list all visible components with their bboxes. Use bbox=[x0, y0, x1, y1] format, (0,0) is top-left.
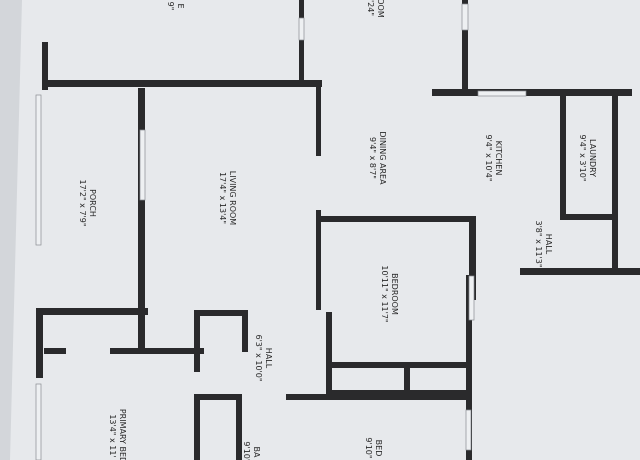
window bbox=[35, 383, 42, 460]
room-label-top-left: E 9" bbox=[166, 2, 185, 11]
room-dims: 9'4" x 10'4" bbox=[484, 134, 493, 181]
wall bbox=[242, 310, 248, 352]
wall bbox=[42, 80, 322, 87]
room-name: PRIMARY BED bbox=[118, 409, 127, 460]
room-dims: 9" bbox=[166, 2, 175, 11]
wall bbox=[316, 210, 321, 310]
window bbox=[468, 275, 475, 321]
room-dims: 9'10" bbox=[364, 437, 373, 458]
window bbox=[35, 94, 42, 246]
room-label-bed-bottom: BED 9'10" bbox=[364, 437, 383, 458]
wall bbox=[612, 96, 618, 268]
wall bbox=[404, 366, 410, 396]
wall bbox=[36, 308, 43, 378]
wall bbox=[432, 89, 632, 96]
wall bbox=[320, 216, 476, 222]
room-dims: 17'2" x 7'9" bbox=[78, 179, 87, 226]
wall bbox=[42, 42, 48, 90]
window bbox=[477, 90, 527, 97]
wall bbox=[469, 220, 476, 300]
window bbox=[298, 17, 305, 41]
room-dims: 10'11" x 11'7" bbox=[380, 265, 389, 322]
wall bbox=[44, 348, 66, 354]
wall bbox=[316, 84, 321, 156]
room-label-living: LIVING ROOM 17'4" x 13'4" bbox=[218, 171, 237, 226]
room-dims: 13'4" x 11' bbox=[108, 414, 117, 457]
wall bbox=[236, 394, 242, 460]
wall bbox=[560, 96, 566, 220]
room-dims: '24" bbox=[366, 0, 375, 16]
wall bbox=[462, 0, 468, 90]
room-label-hall-center: HALL 6'3" x 10'0" bbox=[254, 334, 273, 381]
room-label-hall-right: HALL 3'8" x 11'3" bbox=[534, 220, 553, 267]
room-name: BEDROOM bbox=[390, 273, 399, 315]
room-dims: 6'3" x 10'0" bbox=[254, 334, 263, 381]
room-name: BA bbox=[252, 447, 261, 458]
room-label-porch: PORCH 17'2" x 7'9" bbox=[78, 179, 97, 226]
room-name: LIVING ROOM bbox=[228, 171, 237, 226]
paper-shadow bbox=[0, 0, 22, 460]
window bbox=[465, 409, 472, 451]
wall bbox=[196, 394, 242, 400]
room-name: KITCHEN bbox=[494, 141, 503, 176]
wall bbox=[286, 394, 472, 400]
room-dims: 9'4" x 3'10" bbox=[578, 134, 587, 181]
wall bbox=[330, 390, 472, 396]
room-name: E bbox=[176, 3, 185, 8]
room-name: DINING AREA bbox=[378, 131, 387, 185]
wall bbox=[110, 348, 204, 354]
wall bbox=[566, 214, 616, 220]
room-name: OOM bbox=[376, 0, 385, 18]
room-dims: 17'4" x 13'4" bbox=[218, 172, 227, 224]
wall bbox=[466, 275, 472, 395]
room-name: HALL bbox=[264, 348, 273, 369]
room-dims: 9'4" x 8'7" bbox=[368, 137, 377, 179]
wall bbox=[520, 268, 640, 275]
room-dims: 3'8" x 11'3" bbox=[534, 220, 543, 267]
windows bbox=[35, 3, 527, 460]
room-label-dining: DINING AREA 9'4" x 8'7" bbox=[368, 131, 387, 185]
room-label-laundry: LAUNDRY 9'4" x 3'10" bbox=[578, 134, 597, 181]
wall bbox=[299, 0, 304, 18]
window bbox=[461, 3, 469, 31]
wall bbox=[194, 310, 200, 372]
wall bbox=[196, 310, 248, 316]
room-name: LAUNDRY bbox=[588, 139, 597, 177]
room-label-top-room: OOM '24" bbox=[366, 0, 385, 18]
wall bbox=[326, 312, 332, 396]
room-label-bedroom: BEDROOM 10'11" x 11'7" bbox=[380, 265, 399, 322]
room-label-bath: BA 9'10" bbox=[242, 441, 261, 460]
window bbox=[139, 129, 146, 201]
room-name: HALL bbox=[544, 234, 553, 255]
wall bbox=[299, 40, 304, 82]
room-label-kitchen: KITCHEN 9'4" x 10'4" bbox=[484, 134, 503, 181]
room-label-primary: PRIMARY BED 13'4" x 11' bbox=[108, 409, 127, 460]
wall bbox=[194, 394, 200, 460]
wall bbox=[36, 308, 148, 315]
room-name: PORCH bbox=[88, 189, 97, 217]
room-dims: 9'10" bbox=[242, 441, 251, 460]
wall bbox=[330, 362, 472, 368]
room-name: BED bbox=[374, 440, 383, 457]
wall bbox=[138, 278, 145, 348]
